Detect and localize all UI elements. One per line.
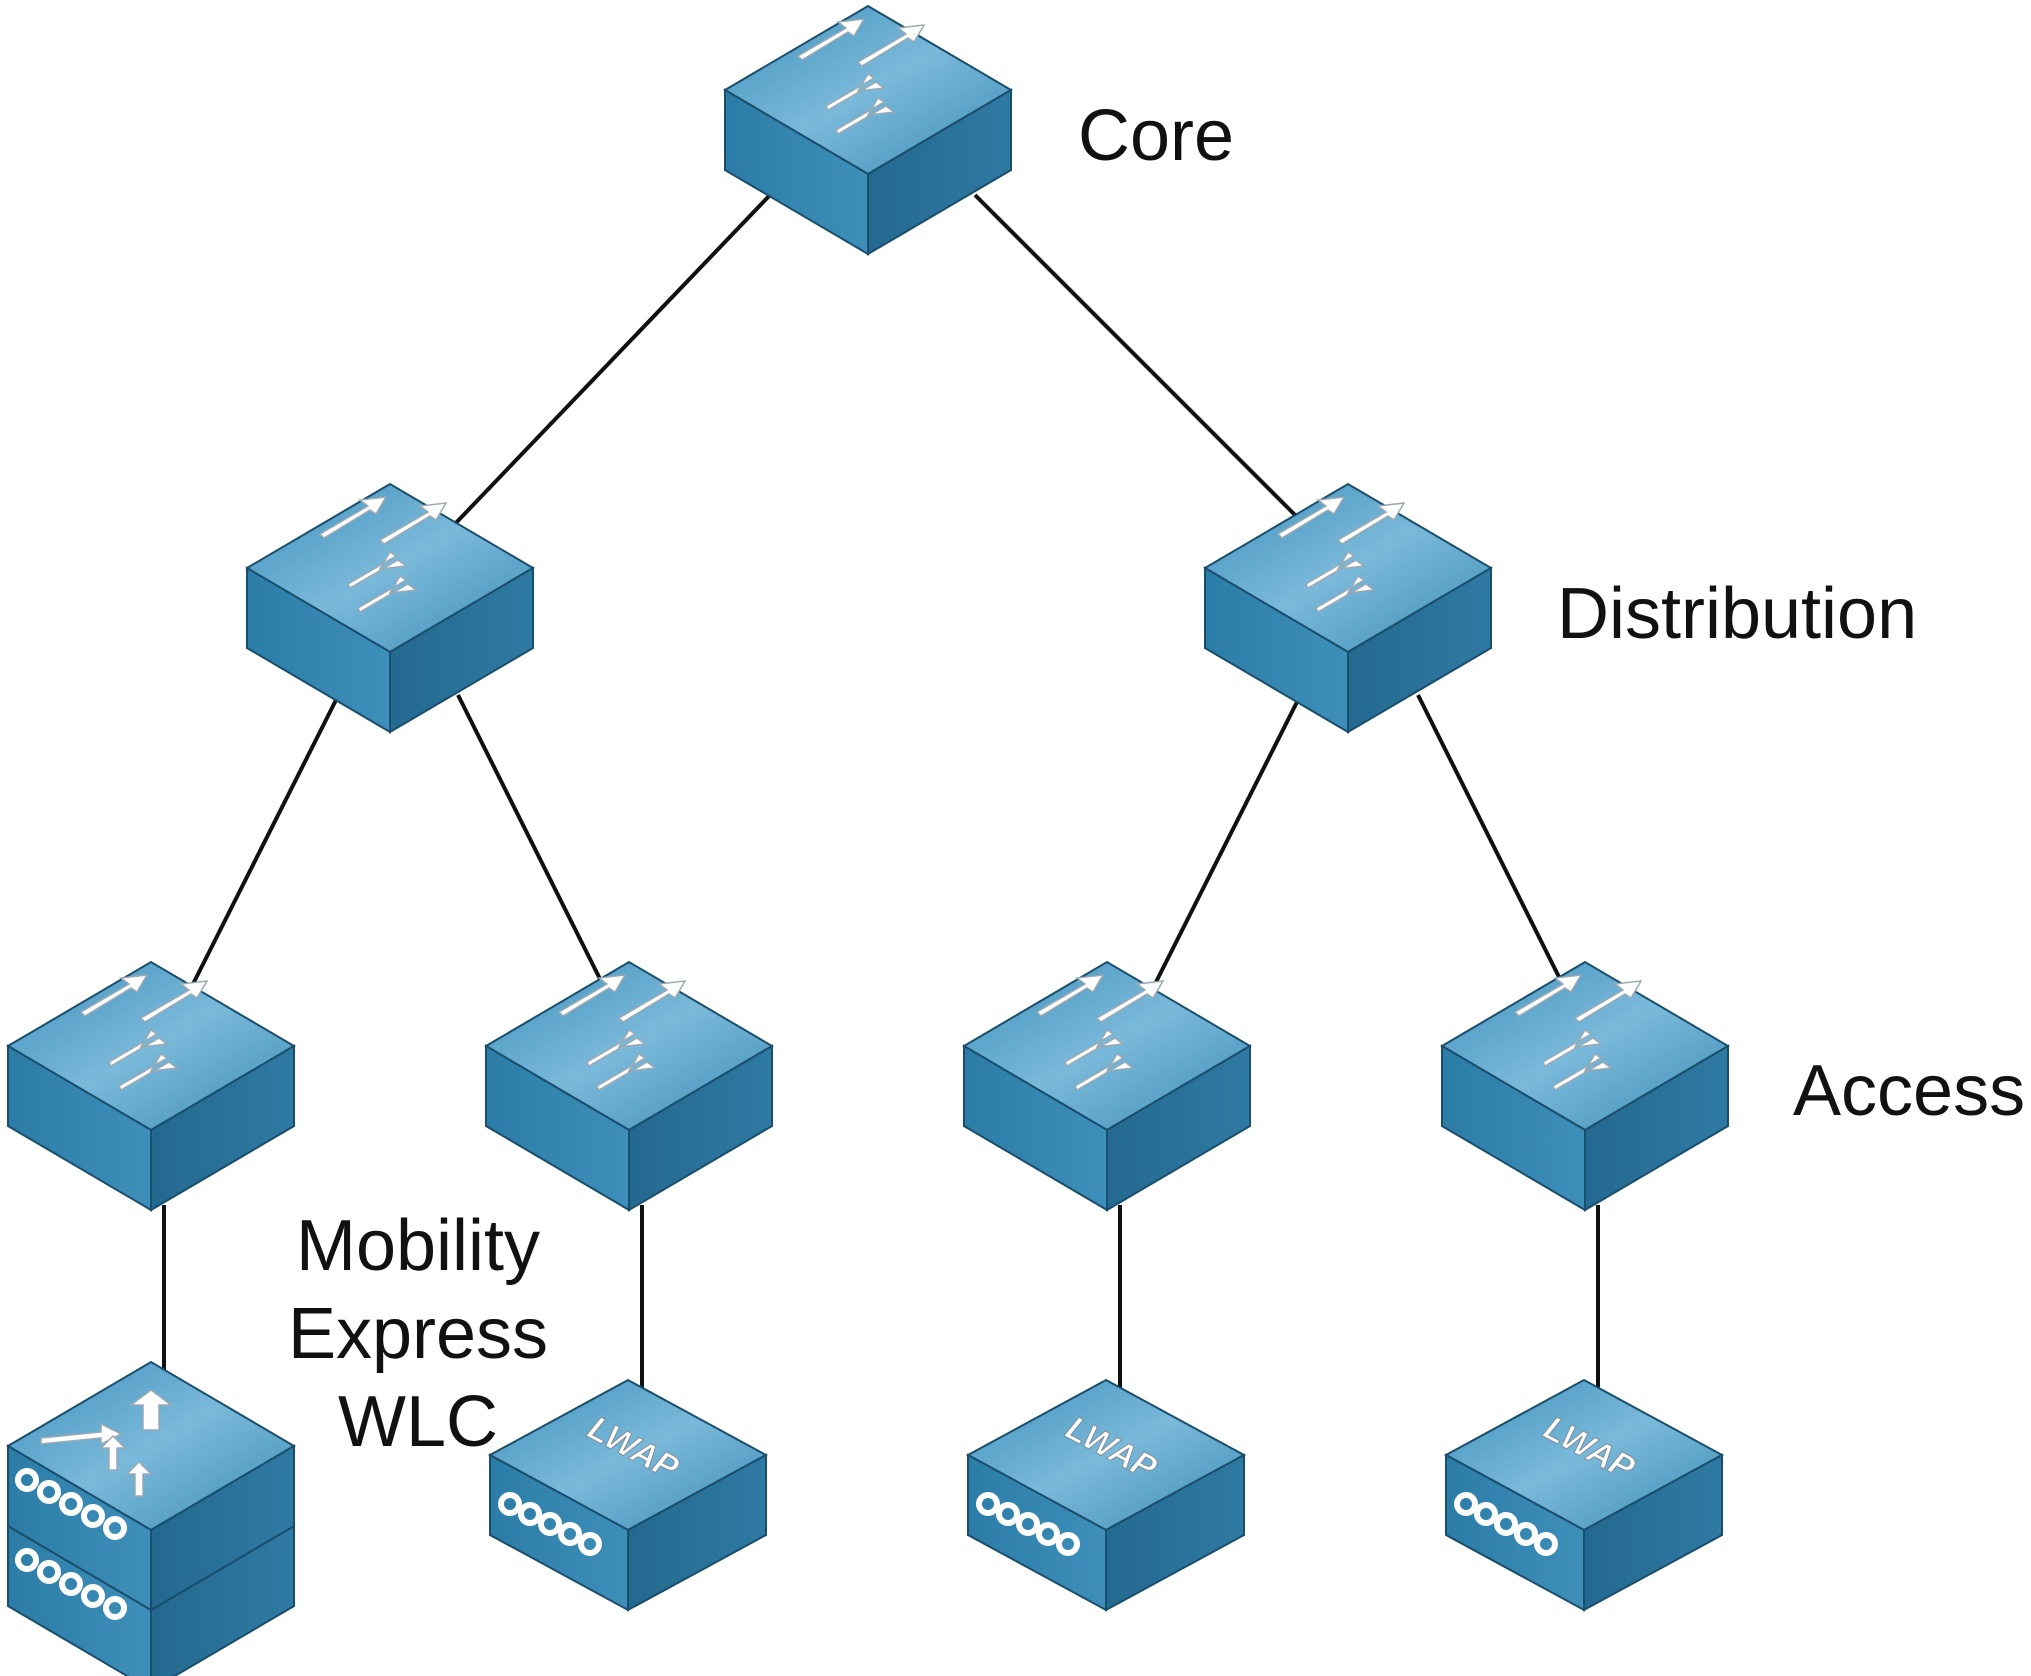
core-switch-icon	[724, 5, 1012, 255]
access-switch-2-icon	[485, 961, 773, 1211]
link-core-dist-right	[973, 193, 1299, 519]
lwap-3-icon: LWAP	[1446, 1380, 1722, 1610]
wlc-upper-unit	[6, 1360, 296, 1612]
wlc-label: Mobility Express WLC	[268, 1210, 568, 1474]
wlc-label-line-3: WLC	[338, 1382, 498, 1462]
access-switch-3-icon	[963, 961, 1251, 1211]
wlc-label-line-1: Mobility	[295, 1206, 541, 1286]
access-label: Access	[1793, 1051, 2026, 1131]
lwap-1-icon: LWAP	[490, 1380, 766, 1610]
access-switch-1-icon	[7, 961, 295, 1211]
distribution-switch-right-icon	[1204, 483, 1492, 733]
link-dist-right-access-4	[1416, 694, 1565, 986]
distribution-switch-left-icon	[246, 483, 534, 733]
access-switch-4-icon	[1441, 961, 1729, 1211]
distribution-label: Distribution	[1557, 574, 1918, 654]
lwap-2-icon: LWAP	[968, 1380, 1244, 1610]
link-dist-left-access-2	[456, 694, 605, 986]
link-dist-right-access-3	[1150, 699, 1300, 991]
link-core-dist-left	[450, 193, 772, 529]
wlc-label-line-2: Express	[287, 1294, 549, 1374]
link-dist-left-access-1	[188, 699, 338, 991]
core-label: Core	[1078, 96, 1235, 176]
